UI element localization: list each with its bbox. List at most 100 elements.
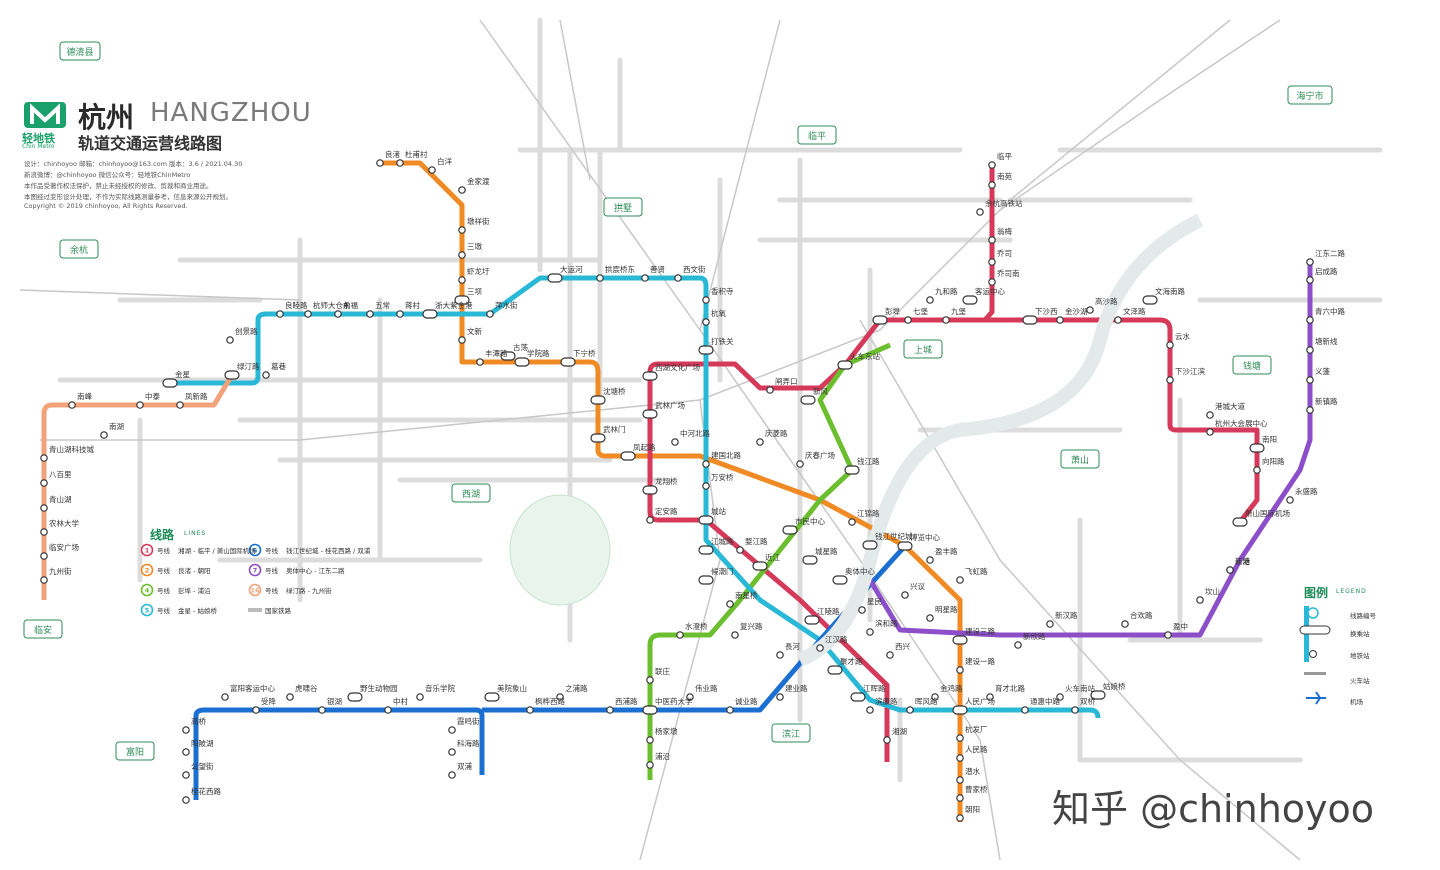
station-marker[interactable] — [1086, 306, 1094, 314]
station-marker[interactable] — [416, 693, 424, 701]
station-marker[interactable] — [384, 706, 392, 714]
station-marker[interactable] — [1056, 693, 1064, 701]
station-marker[interactable] — [904, 316, 912, 324]
transfer-station-marker[interactable] — [837, 360, 853, 370]
transfer-station-marker[interactable] — [782, 525, 798, 535]
transfer-station-marker[interactable] — [827, 665, 843, 675]
station-marker[interactable] — [1306, 258, 1314, 266]
station-marker[interactable] — [1306, 276, 1314, 284]
station-marker[interactable] — [221, 693, 229, 701]
station-marker[interactable] — [458, 226, 466, 234]
station-marker[interactable] — [40, 552, 48, 560]
station-marker[interactable] — [848, 518, 856, 526]
transfer-station-marker[interactable] — [1249, 443, 1265, 453]
station-marker[interactable] — [1164, 631, 1172, 639]
station-marker[interactable] — [956, 734, 964, 742]
transfer-station-marker[interactable] — [698, 545, 714, 555]
transfer-station-marker[interactable] — [1022, 315, 1038, 325]
station-marker[interactable] — [926, 296, 934, 304]
station-marker[interactable] — [641, 274, 649, 282]
station-marker[interactable] — [396, 159, 404, 167]
station-marker[interactable] — [1021, 706, 1029, 714]
station-marker[interactable] — [1166, 376, 1174, 384]
station-marker[interactable] — [40, 454, 48, 462]
station-marker[interactable] — [816, 644, 824, 652]
transfer-station-marker[interactable] — [642, 409, 658, 419]
station-marker[interactable] — [926, 614, 934, 622]
station-marker[interactable] — [956, 576, 964, 584]
station-marker[interactable] — [366, 310, 374, 318]
station-marker[interactable] — [606, 706, 614, 714]
station-marker[interactable] — [318, 706, 326, 714]
transfer-station-marker[interactable] — [500, 351, 516, 361]
station-marker[interactable] — [731, 631, 739, 639]
station-marker[interactable] — [676, 631, 684, 639]
station-marker[interactable] — [376, 159, 384, 167]
station-marker[interactable] — [176, 401, 184, 409]
station-marker[interactable] — [1114, 316, 1122, 324]
station-marker[interactable] — [1056, 316, 1064, 324]
station-marker[interactable] — [182, 726, 190, 734]
transfer-station-marker[interactable] — [454, 295, 470, 305]
station-marker[interactable] — [883, 736, 891, 744]
transfer-station-marker[interactable] — [547, 273, 563, 283]
station-marker[interactable] — [988, 278, 996, 286]
transfer-station-marker[interactable] — [347, 692, 363, 702]
station-marker[interactable] — [448, 748, 456, 756]
station-marker[interactable] — [646, 736, 654, 744]
station-marker[interactable] — [182, 796, 190, 804]
station-marker[interactable] — [1306, 376, 1314, 384]
transfer-station-marker[interactable] — [832, 575, 848, 585]
transfer-station-marker[interactable] — [560, 357, 576, 367]
station-marker[interactable] — [1121, 620, 1129, 628]
station-marker[interactable] — [866, 706, 874, 714]
station-marker[interactable] — [304, 310, 312, 318]
station-marker[interactable] — [931, 693, 939, 701]
station-marker[interactable] — [252, 706, 260, 714]
transfer-station-marker[interactable] — [752, 561, 768, 571]
station-marker[interactable] — [476, 358, 484, 366]
station-marker[interactable] — [1253, 466, 1261, 474]
transfer-station-marker[interactable] — [804, 615, 820, 625]
transfer-station-marker[interactable] — [642, 705, 658, 715]
transfer-station-marker[interactable] — [962, 295, 978, 305]
station-marker[interactable] — [276, 310, 284, 318]
transfer-station-marker[interactable] — [844, 465, 860, 475]
station-marker[interactable] — [988, 258, 996, 266]
transfer-station-marker[interactable] — [698, 515, 714, 525]
station-marker[interactable] — [286, 693, 294, 701]
station-marker[interactable] — [226, 336, 234, 344]
station-marker[interactable] — [40, 479, 48, 487]
station-marker[interactable] — [68, 401, 76, 409]
station-marker[interactable] — [886, 651, 894, 659]
station-marker[interactable] — [674, 274, 682, 282]
station-marker[interactable] — [40, 528, 48, 536]
transfer-station-marker[interactable] — [952, 635, 968, 645]
station-marker[interactable] — [926, 556, 934, 564]
station-marker[interactable] — [1071, 706, 1079, 714]
station-marker[interactable] — [1306, 406, 1314, 414]
transfer-station-marker[interactable] — [620, 451, 636, 461]
station-marker[interactable] — [182, 771, 190, 779]
station-marker[interactable] — [428, 166, 436, 174]
transfer-station-marker[interactable] — [422, 309, 438, 319]
transfer-station-marker[interactable] — [850, 692, 866, 702]
transfer-station-marker[interactable] — [484, 692, 500, 702]
station-marker[interactable] — [686, 693, 694, 701]
station-marker[interactable] — [1286, 496, 1294, 504]
station-marker[interactable] — [1014, 641, 1022, 649]
transfer-station-marker[interactable] — [590, 433, 606, 443]
station-marker[interactable] — [1166, 341, 1174, 349]
transfer-station-marker[interactable] — [1090, 690, 1106, 700]
station-marker[interactable] — [1046, 620, 1054, 628]
station-marker[interactable] — [988, 236, 996, 244]
station-marker[interactable] — [448, 726, 456, 734]
station-marker[interactable] — [646, 761, 654, 769]
station-marker[interactable] — [988, 181, 996, 189]
transfer-station-marker[interactable] — [642, 371, 658, 381]
station-marker[interactable] — [646, 676, 654, 684]
station-marker[interactable] — [986, 693, 994, 701]
station-marker[interactable] — [1196, 596, 1204, 604]
station-marker[interactable] — [736, 546, 744, 554]
station-marker[interactable] — [858, 606, 866, 614]
